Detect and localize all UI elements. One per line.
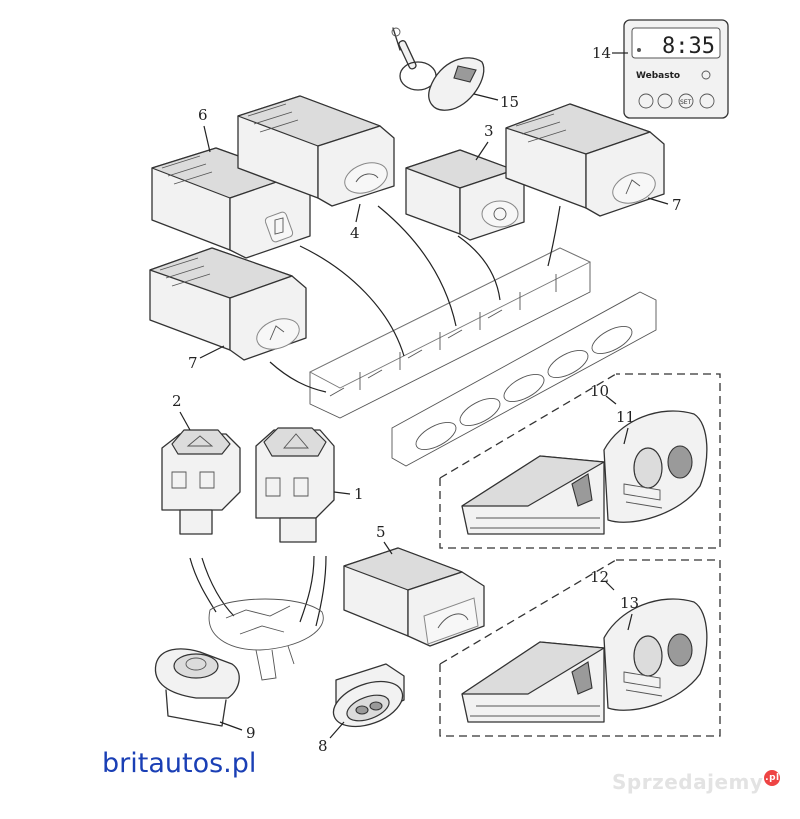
dashboard-fascia-panel <box>391 291 657 467</box>
timer-clock-readout: 8:35 <box>662 34 715 59</box>
key-fob-part <box>391 27 485 111</box>
callout-2: 2 <box>172 392 182 410</box>
callout-8: 8 <box>318 737 328 755</box>
callout-3: 3 <box>484 122 494 140</box>
site-url-label[interactable]: britautos.pl <box>102 748 257 779</box>
webasto-timer-part: 8:35 Webasto SET <box>623 19 729 119</box>
callout-9: 9 <box>246 724 256 742</box>
seat-switch-group-12 <box>439 559 721 737</box>
sprzedajemy-watermark: Sprzedajemy.pl <box>612 770 781 794</box>
switch-7-right-part <box>505 103 665 217</box>
hazard-switch-1-part <box>255 427 335 543</box>
switch-carrier-bracket <box>309 247 592 419</box>
switch-4-part <box>237 95 395 207</box>
callout-4: 4 <box>350 224 360 242</box>
callout-14: 14 <box>592 44 611 62</box>
callout-12: 12 <box>590 568 609 586</box>
seat-switch-group-10 <box>439 373 721 549</box>
callout-6: 6 <box>198 106 208 124</box>
timer-set-label: SET <box>680 99 692 106</box>
switch-3-part <box>405 149 525 241</box>
rotary-switch-8-part <box>332 663 405 728</box>
callout-1: 1 <box>354 485 364 503</box>
watermark-badge: .pl <box>764 770 781 786</box>
watermark-text: Sprzedajemy <box>612 770 764 794</box>
callout-13: 13 <box>620 594 639 612</box>
hazard-switch-2-part <box>161 429 241 535</box>
webasto-logo: Webasto <box>636 71 680 81</box>
wiring-cluster-bracket <box>208 598 324 681</box>
callout-5: 5 <box>376 523 386 541</box>
callout-11: 11 <box>616 408 635 426</box>
callout-7-left: 7 <box>188 354 198 372</box>
callout-15: 15 <box>500 93 519 111</box>
switch-7-left-part <box>149 247 307 361</box>
callout-10: 10 <box>590 382 609 400</box>
switch-9-part <box>154 648 240 727</box>
boot-release-switch-5-part <box>343 547 485 647</box>
callout-7-right: 7 <box>672 196 682 214</box>
